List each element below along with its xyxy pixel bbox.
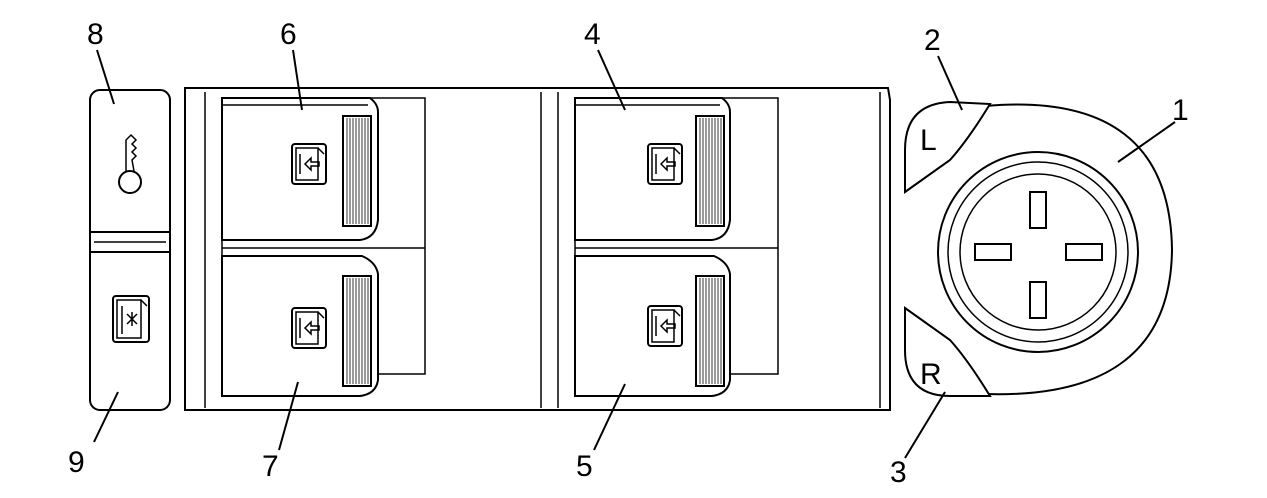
callout-7: 7 [262,450,279,483]
switch-grip-6 [342,115,372,227]
callout-5: 5 [576,450,593,483]
switch-grip-4 [695,115,725,227]
callout-1: 1 [1172,94,1189,127]
mirror-right-marker [1065,243,1103,261]
mirror-left-letter: L [920,124,937,157]
callouts: 1 2 3 4 5 6 7 8 9 [68,18,1189,489]
mirror-left-marker [974,243,1012,261]
callout-2: 2 [924,24,941,57]
window-icon-7 [291,307,327,349]
lock-switch-column [89,89,171,411]
key-icon[interactable] [118,133,142,194]
callout-3: 3 [890,456,907,489]
mirror-down-marker [1029,281,1047,319]
mirror-select-right-button[interactable] [904,306,992,397]
window-icon-4 [647,143,683,185]
mirror-adjust-knob-outer[interactable] [937,151,1139,353]
mirror-up-marker [1029,191,1047,229]
left-window-switches [221,97,426,397]
mirror-control: L R [904,100,1174,397]
lock-switch-housing [89,89,171,411]
callout-6: 6 [280,18,297,51]
callout-9: 9 [68,446,85,479]
window-icon-5 [647,305,683,347]
window-lockout-icon[interactable] [112,295,150,343]
switch-grip-5 [695,275,725,387]
switch-grip-7 [342,275,372,387]
mirror-right-letter: R [920,358,942,391]
right-window-switches [574,97,779,397]
callout-4: 4 [584,18,601,51]
mirror-select-left-button[interactable] [904,100,992,194]
window-switch-panel [184,87,891,411]
window-icon-6 [291,143,327,185]
callout-8: 8 [87,18,104,51]
